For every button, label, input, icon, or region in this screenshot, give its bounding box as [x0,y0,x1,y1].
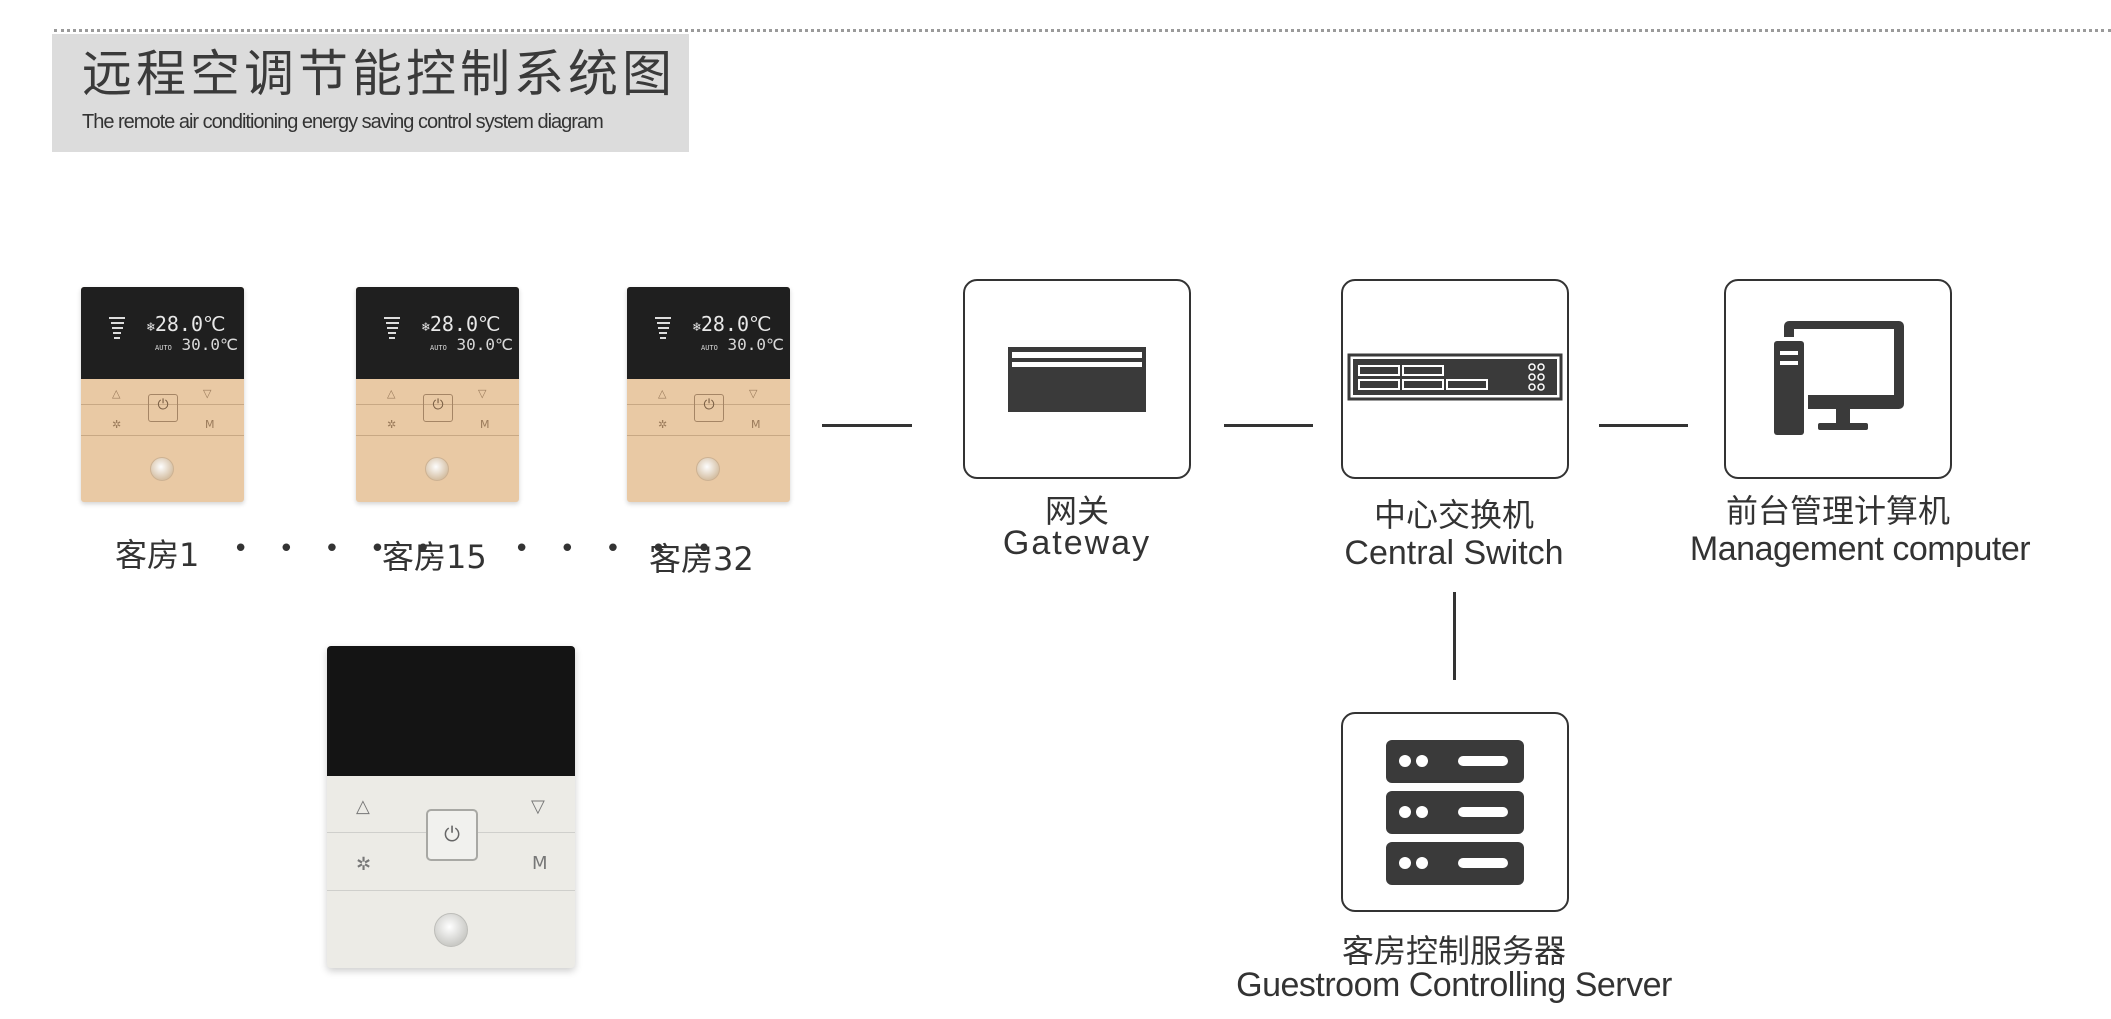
computer-label-zh: 前台管理计算机 [1725,492,1950,530]
network-switch-icon [1347,353,1563,401]
gateway-card-icon [1008,347,1146,412]
thermostat-large: △ ▽ ✲ M ⏻ [327,646,575,968]
gateway-label-en: Gateway [1002,524,1152,562]
mode-icon: M [532,853,548,874]
power-button: ⏻ [423,394,453,422]
top-dotted-divider [54,29,2111,32]
gateway-box [963,279,1191,479]
thermostat-screen-blank [327,646,575,776]
down-icon: ▽ [203,387,212,400]
room-label-1: 客房1 [115,536,200,574]
page-subtitle: The remote air conditioning energy savin… [82,111,604,133]
thermostat-room-32: ❄28.0℃ AUTO 30.0℃ △ ▽ ✲ M ⏻ [627,287,790,502]
proximity-sensor [425,457,449,481]
computer-box [1724,279,1952,479]
room-label-32: 客房32 [649,540,754,578]
up-icon: △ [387,387,396,400]
up-icon: △ [356,796,370,817]
mode-icon: M [205,418,215,431]
thermostat-room-15: ❄28.0℃ AUTO 30.0℃ △ ▽ ✲ M ⏻ [356,287,519,502]
thermostat-screen: ❄28.0℃ AUTO 30.0℃ [81,287,244,379]
connector-switch-server [1453,592,1456,680]
connector-rooms-gateway [822,424,912,427]
divider-line [627,435,790,436]
thermostat-screen: ❄28.0℃ AUTO 30.0℃ [356,287,519,379]
down-icon: ▽ [749,387,758,400]
thermostat-screen: ❄28.0℃ AUTO 30.0℃ [627,287,790,379]
up-icon: △ [112,387,121,400]
title-banner: 远程空调节能控制系统图 The remote air conditioning … [52,34,689,152]
divider-line [356,404,519,405]
power-icon: ⏻ [703,397,715,413]
power-button: ⏻ [148,394,178,422]
power-button: ⏻ [694,394,724,422]
room-label-15: 客房15 [382,538,487,576]
divider-line [356,435,519,436]
server-rack-icon [1386,740,1524,885]
switch-box [1341,279,1569,479]
computer-label-en: Management computer [1689,530,2031,568]
fan-icon: ✲ [387,418,397,431]
power-icon: ⏻ [432,397,444,413]
thermostat-room-1: ❄28.0℃ AUTO 30.0℃ △ ▽ ✲ M ⏻ [81,287,244,502]
set-temperature: ❄28.0℃ [693,312,772,336]
switch-label-en: Central Switch [1344,534,1564,572]
connector-gateway-switch [1224,424,1313,427]
fan-icon: ✲ [112,418,122,431]
room-temperature: AUTO 30.0℃ [701,335,784,354]
divider-line [327,890,575,891]
set-temperature: ❄28.0℃ [422,312,501,336]
room-temperature: AUTO 30.0℃ [430,335,513,354]
divider-line [81,404,244,405]
proximity-sensor [696,457,720,481]
switch-label-zh: 中心交换机 [1373,496,1534,534]
proximity-sensor [150,457,174,481]
page-title: 远程空调节能控制系统图 [82,45,676,103]
up-icon: △ [658,387,667,400]
fan-level-icon [655,317,671,353]
desktop-computer-icon [1770,321,1904,439]
fan-level-icon [109,317,125,353]
mode-icon: M [751,418,761,431]
divider-line [81,435,244,436]
fan-icon: ✲ [356,854,372,875]
set-temperature: ❄28.0℃ [147,312,226,336]
server-label-en: Guestroom Controlling Server [1236,966,1672,1004]
ellipsis-dots: • • • • • [514,534,723,564]
room-temperature: AUTO 30.0℃ [155,335,238,354]
server-label-zh: 客房控制服务器 [1341,932,1566,970]
power-icon: ⏻ [157,397,169,413]
ellipsis-dots: • • • • • [233,534,442,564]
divider-line [627,404,790,405]
mode-icon: M [480,418,490,431]
power-button: ⏻ [426,809,478,861]
down-icon: ▽ [531,796,545,817]
connector-switch-computer [1599,424,1688,427]
server-box [1341,712,1569,912]
fan-level-icon [384,317,400,353]
fan-icon: ✲ [658,418,668,431]
gateway-label-zh: 网关 [1044,492,1109,530]
proximity-sensor [434,913,468,947]
down-icon: ▽ [478,387,487,400]
power-icon: ⏻ [444,822,460,846]
